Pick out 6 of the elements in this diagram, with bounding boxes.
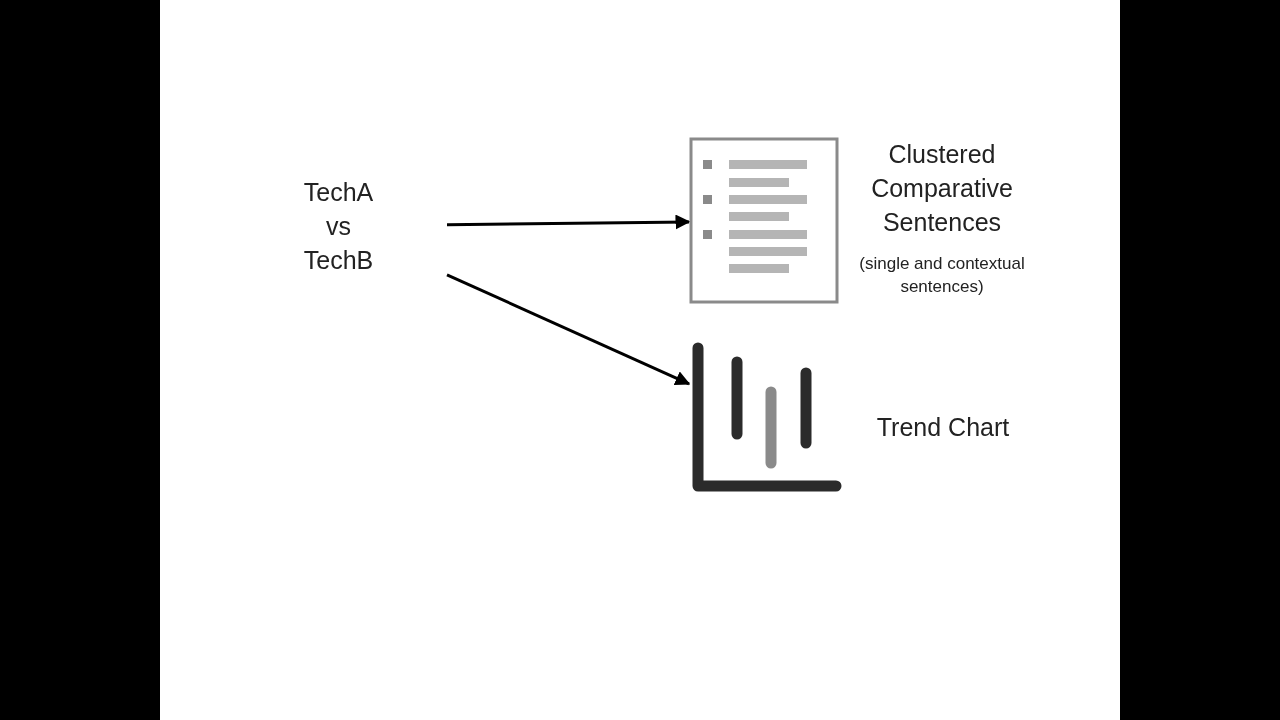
caption-heading: Clustered Comparative Sentences <box>870 139 1014 238</box>
arrow <box>446 273 691 386</box>
caption-note: (single and contextual sentences) <box>858 253 1026 298</box>
arrow <box>446 214 691 230</box>
caption-heading: Trend Chart <box>875 412 1011 443</box>
node-label: TechA vs TechB <box>302 177 375 276</box>
